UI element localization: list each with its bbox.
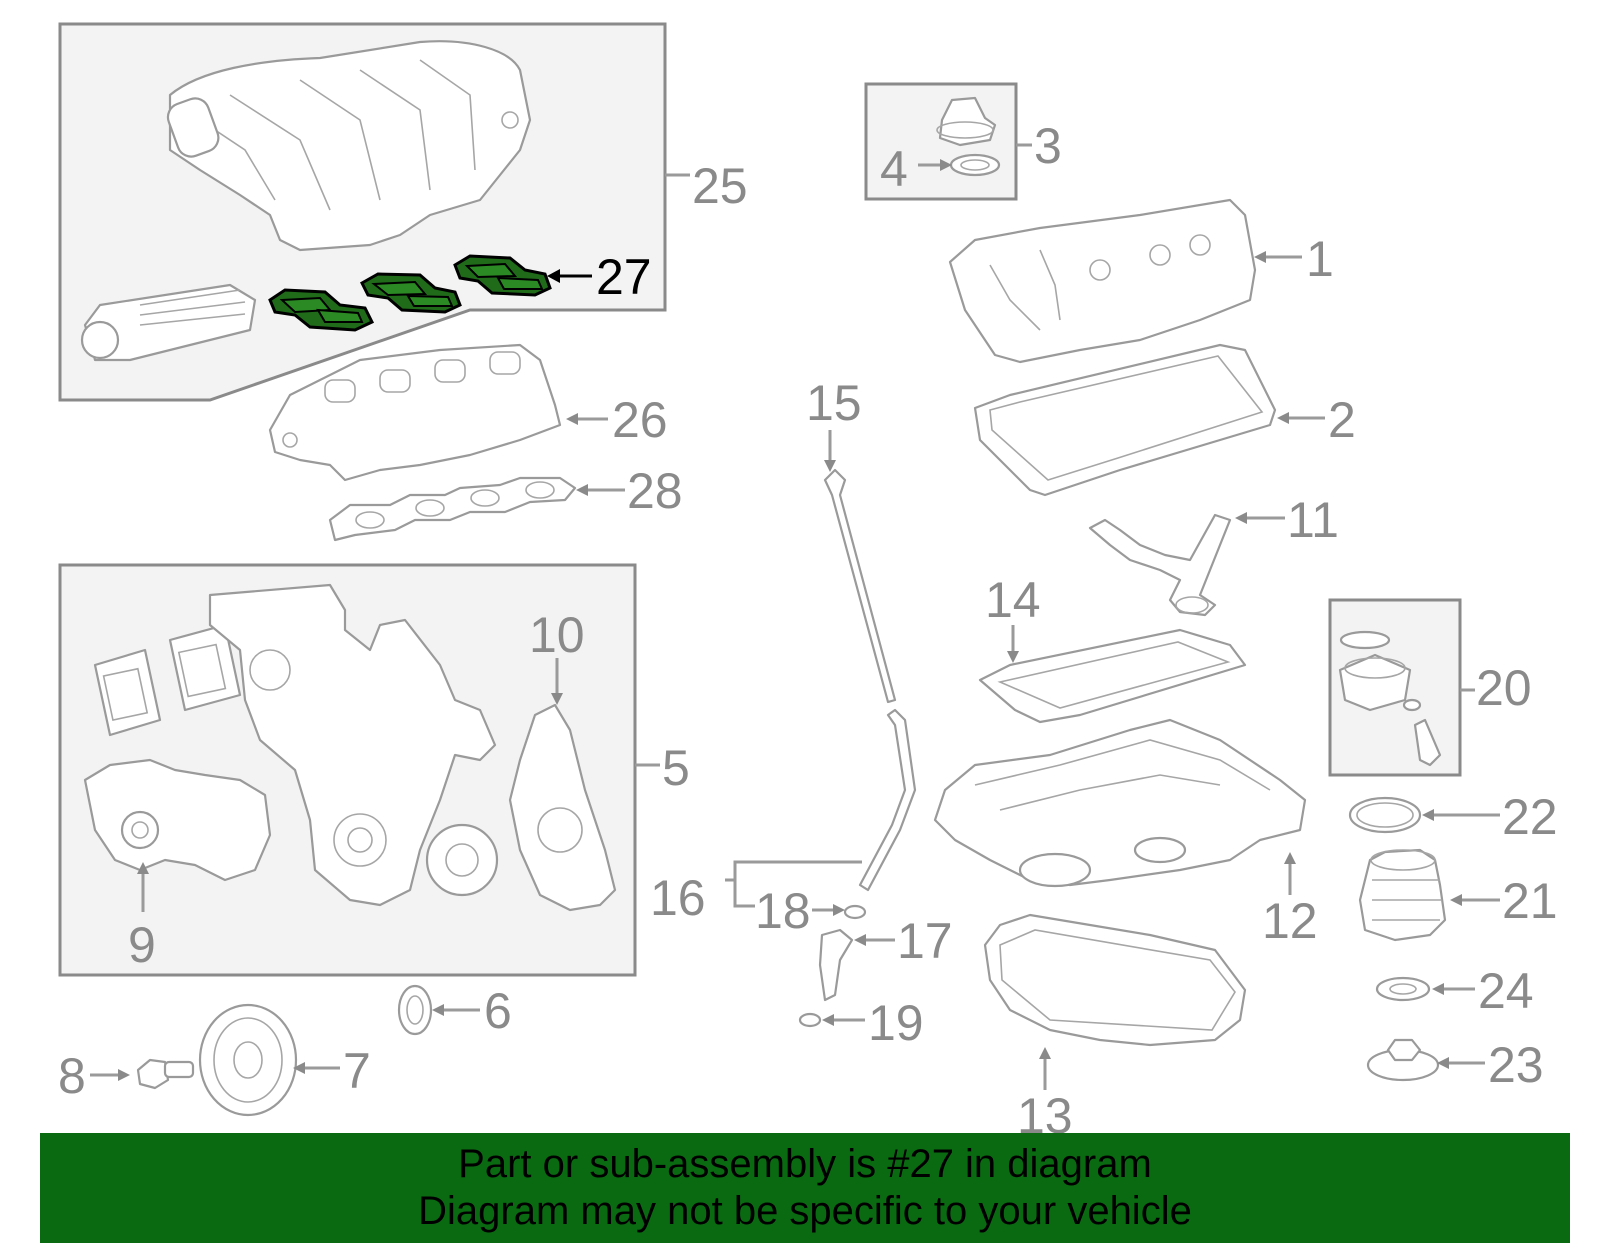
callout-20: 20 bbox=[1476, 660, 1532, 716]
callout-8: 8 bbox=[58, 1048, 86, 1104]
part-7-pulley: 7 bbox=[198, 1003, 371, 1117]
oil-level-sensor[interactable] bbox=[818, 928, 854, 1002]
sensor-oring[interactable] bbox=[798, 1012, 822, 1028]
callout-24: 24 bbox=[1478, 963, 1534, 1019]
pulley-bolt[interactable] bbox=[136, 1058, 170, 1090]
intake-manifold[interactable] bbox=[168, 40, 532, 252]
valve-cover[interactable] bbox=[948, 198, 1257, 364]
water-pump[interactable] bbox=[83, 758, 272, 882]
callout-7: 7 bbox=[343, 1043, 371, 1099]
part-2-gasket: 2 bbox=[973, 343, 1356, 497]
callout-18: 18 bbox=[755, 883, 811, 939]
intake-gasket-28[interactable] bbox=[328, 476, 577, 542]
lower-intake-manifold[interactable] bbox=[268, 343, 562, 482]
callout-12: 12 bbox=[1262, 893, 1318, 949]
oil-pan-baffle[interactable] bbox=[978, 628, 1247, 724]
lower-oil-pan[interactable] bbox=[983, 913, 1247, 1047]
part-18-oring: 18 bbox=[755, 883, 867, 939]
part-19-oring: 19 bbox=[798, 995, 924, 1051]
callout-6: 6 bbox=[484, 983, 512, 1039]
part-8-bolt: 8 bbox=[58, 1048, 195, 1104]
part-1-valve-cover: 1 bbox=[948, 198, 1334, 364]
timing-chain-cover[interactable] bbox=[208, 583, 497, 907]
callout-11: 11 bbox=[1287, 492, 1339, 548]
callout-4: 4 bbox=[880, 141, 908, 197]
part-23-drain-plug: 23 bbox=[1366, 1037, 1544, 1093]
part-21-filter-housing: 21 bbox=[1358, 848, 1558, 942]
dipstick-oring[interactable] bbox=[843, 904, 867, 920]
part-26-lower-intake: 26 bbox=[268, 343, 668, 482]
callout-19: 19 bbox=[868, 995, 924, 1051]
callout-3: 3 bbox=[1034, 118, 1062, 174]
info-banner: Part or sub-assembly is #27 in diagram D… bbox=[40, 1133, 1570, 1243]
banner-part-message: Part or sub-assembly is #27 in diagram bbox=[458, 1142, 1152, 1186]
callout-15: 15 bbox=[806, 375, 862, 431]
callout-23: 23 bbox=[1488, 1037, 1544, 1093]
part-22-oring: 22 bbox=[1348, 789, 1558, 845]
oil-filter-element[interactable] bbox=[1338, 653, 1412, 712]
group-5-timing-cover: 10 9 5 bbox=[58, 563, 690, 977]
callout-10: 10 bbox=[529, 607, 585, 663]
callout-28: 28 bbox=[627, 463, 683, 519]
dipstick[interactable] bbox=[823, 468, 897, 704]
gaskets-27-highlighted[interactable] bbox=[268, 254, 552, 332]
group-3-oil-filler-cap: 4 3 bbox=[864, 82, 1062, 201]
part-11-oil-strainer: 11 bbox=[1088, 492, 1339, 617]
callout-16: 16 bbox=[650, 870, 706, 926]
part-28-gasket: 28 bbox=[328, 463, 683, 542]
callout-2: 2 bbox=[1328, 392, 1356, 448]
callout-17: 17 bbox=[897, 913, 953, 969]
callout-5: 5 bbox=[662, 740, 690, 796]
callout-14: 14 bbox=[985, 572, 1041, 628]
filter-cap-oring[interactable] bbox=[1348, 796, 1422, 834]
crank-pulley[interactable] bbox=[198, 1003, 298, 1117]
part-24-washer: 24 bbox=[1375, 963, 1534, 1019]
banner-disclaimer: Diagram may not be specific to your vehi… bbox=[418, 1189, 1192, 1233]
oil-pump-sprocket[interactable] bbox=[425, 823, 499, 897]
group-20-oil-filter-kit: 20 bbox=[1328, 598, 1532, 777]
part-15-16-dipstick: 15 16 bbox=[650, 375, 917, 926]
callout-9: 9 bbox=[128, 917, 156, 973]
cap-gasket[interactable] bbox=[949, 153, 1001, 177]
group-25-intake-manifold: 27 25 bbox=[58, 22, 748, 402]
upper-oil-pan[interactable] bbox=[933, 718, 1307, 887]
crank-seal[interactable] bbox=[397, 984, 433, 1036]
oil-strainer[interactable] bbox=[1088, 513, 1232, 617]
drain-plug-washer[interactable] bbox=[1375, 976, 1431, 1002]
callout-25: 25 bbox=[692, 158, 748, 214]
part-12-upper-oil-pan: 12 bbox=[933, 718, 1318, 949]
part-6-seal: 6 bbox=[397, 983, 512, 1039]
callout-26: 26 bbox=[612, 392, 668, 448]
callout-21: 21 bbox=[1502, 873, 1558, 929]
part-17-sensor: 17 bbox=[818, 913, 953, 1002]
callout-27: 27 bbox=[596, 249, 652, 305]
callout-1: 1 bbox=[1306, 231, 1334, 287]
dipstick-tube[interactable] bbox=[858, 708, 917, 892]
callout-22: 22 bbox=[1502, 789, 1558, 845]
valve-cover-gasket[interactable] bbox=[973, 343, 1277, 497]
part-13-lower-oil-pan: 13 bbox=[983, 913, 1247, 1144]
part-14-baffle: 14 bbox=[978, 572, 1247, 724]
